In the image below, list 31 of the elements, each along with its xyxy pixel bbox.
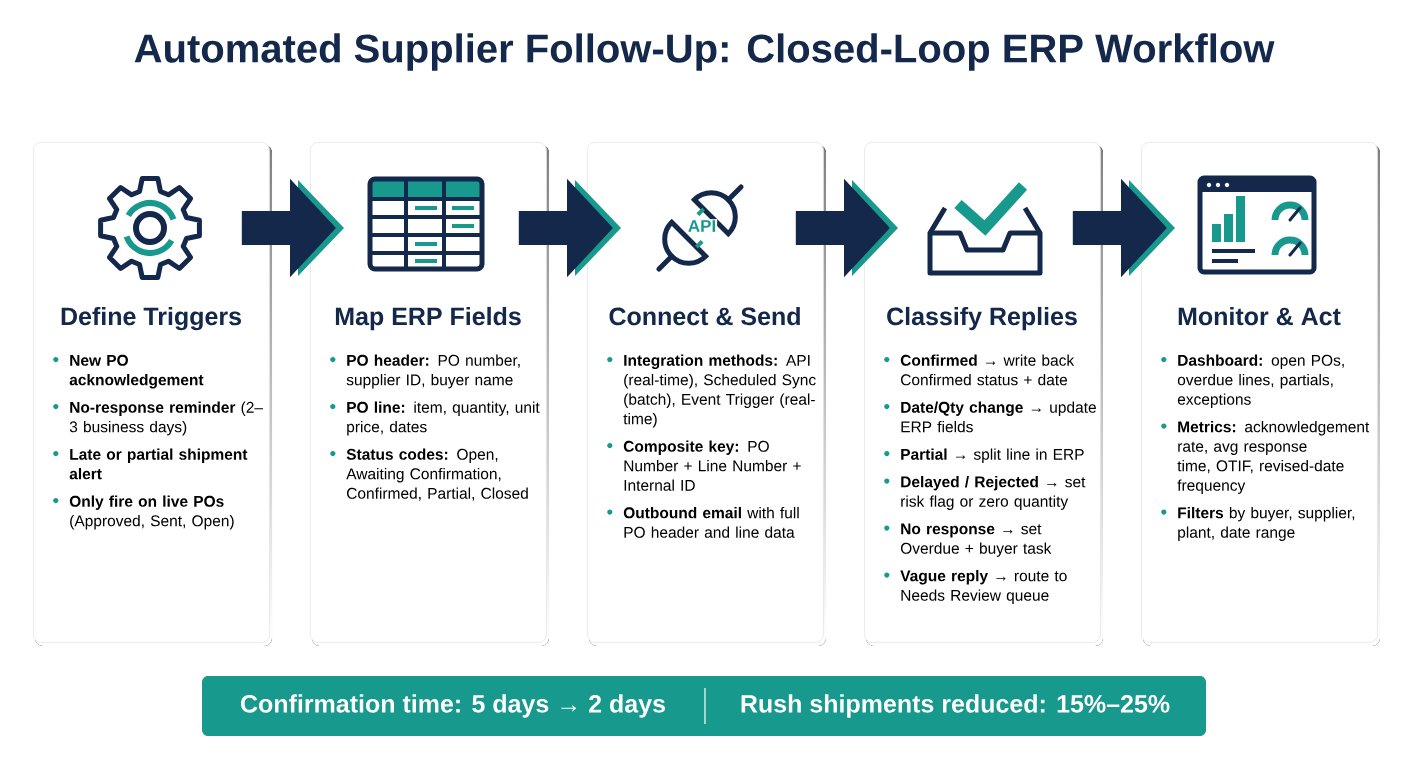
node-label: Late or partial shipment alert	[69, 448, 248, 480]
node-label: Filters by buyer, supplier, plant, date range	[1178, 506, 1355, 541]
node-label: Define Triggers	[61, 306, 241, 331]
step-card: Monitor & Act Dashboard: open POs, overdue lines, partials, exceptions Metrics: acknowledgement rate, avg response time, OTIF, revised-date frequency Filters by buyer, supplier, plant, date range	[1141, 142, 1380, 646]
node-label: PO line: item, quantity, unit price, dates	[347, 401, 540, 436]
node-label: New PO acknowledgement	[69, 354, 204, 389]
node-label: Composite key: PO Number + Line Number + Internal ID	[623, 440, 801, 491]
node-label: Only fire on live POs (Approved, Sent, Open)	[69, 495, 234, 530]
node-label: Metrics: acknowledgement rate, avg response time, OTIF, revised-date frequency	[1177, 420, 1370, 494]
node-label: Outbound email with full PO header and line data	[623, 506, 799, 538]
title: Automated Supplier Follow-Up: Closed-Loop ERP Workflow	[134, 33, 1275, 71]
node-label: Integration methods: API (real-time), Scheduled Sync (batch), Event Trigger (real-time)	[623, 354, 816, 428]
node-label: Date/Qty change → update ERP fields	[901, 401, 1096, 433]
node-label: No response → set Overdue + buyer task	[900, 523, 1052, 557]
node-label: Status codes: Open, Awaiting Confirmation, Confirmed, Partial, Closed	[346, 448, 528, 501]
step-card: Map ERP Fields PO header: PO number, supplier ID, buyer name PO line: item, quantity, unit price, dates Status codes: Open, Awaiting Confirmation, Confirmed, Partial, Closed	[310, 142, 549, 646]
node-label: Map ERP Fields	[335, 306, 521, 331]
node-label: Connect & Send	[609, 306, 800, 326]
node-label: PO header: PO number, supplier ID, buyer name	[346, 354, 520, 389]
node-label: Classify Replies	[887, 306, 1077, 331]
node-label: Confirmed → write back Confirmed status + date	[900, 354, 1075, 386]
icon-label: API	[686, 219, 718, 233]
step-card: Define Triggers New PO acknowledgement No-response reminder (2–3 business days) Late or partial shipment alert Only fire on live POs (Approved, Sent, Open)	[33, 142, 272, 646]
node-label: Dashboard: open POs, overdue lines, partials, exceptions	[1177, 354, 1344, 408]
node-label: Partial → split line in ERP	[901, 448, 1084, 463]
node-label: Vague reply → route to Needs Review queue	[900, 569, 1067, 604]
metrics-banner: Confirmation time: 5 days → 2 days Rush shipments reduced: 15%–25%	[202, 676, 1206, 736]
step-card: Classify Replies Confirmed → write back Confirmed status + date Date/Qty change → update ERP fields Partial → split line in ERP Delayed / Rejected → set risk flag or zero quantity No response → set Overdue + buyer task Vague reply → route to Needs Review queue	[864, 142, 1103, 646]
node-label: No-response reminder (2–3 business days)	[69, 401, 263, 436]
node-label: Monitor & Act	[1178, 306, 1341, 326]
node-label: Delayed / Rejected → set risk flag or zero quantity	[901, 475, 1086, 510]
